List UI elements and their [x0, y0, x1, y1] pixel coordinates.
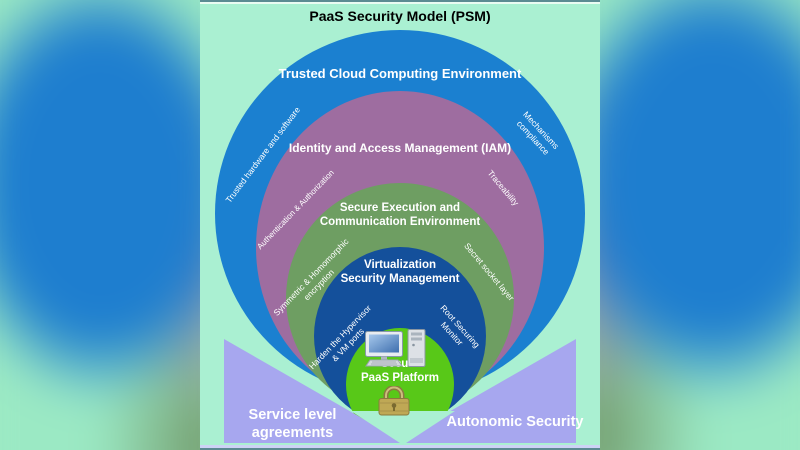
panel-top-highlight [200, 2, 600, 4]
label-autonomic-security: Autonomic Security [446, 414, 584, 430]
ring-label-virtualization: Virtualization Security Management [340, 259, 460, 285]
background-blur [0, 0, 200, 450]
panel-bottom-edge [200, 445, 600, 450]
ring-label-iam: Identity and Access Management (IAM) [288, 141, 512, 155]
background-blur [600, 0, 800, 450]
page-background-left [0, 0, 200, 450]
diagram-panel: PaaS Security Model (PSM) Trusted Cloud … [200, 0, 600, 450]
panel-top-edge [200, 0, 600, 2]
desktop-computer-icon [365, 329, 426, 367]
label-service-level-agreements: Service level agreements [248, 407, 337, 442]
page-background-right [600, 0, 800, 450]
page-title: PaaS Security Model (PSM) [309, 8, 491, 24]
ring-label-secure-execution: Secure Execution and Communication Envir… [319, 202, 481, 228]
ring-label-trusted-cloud: Trusted Cloud Computing Environment [278, 66, 522, 81]
padlock-icon [378, 386, 410, 416]
